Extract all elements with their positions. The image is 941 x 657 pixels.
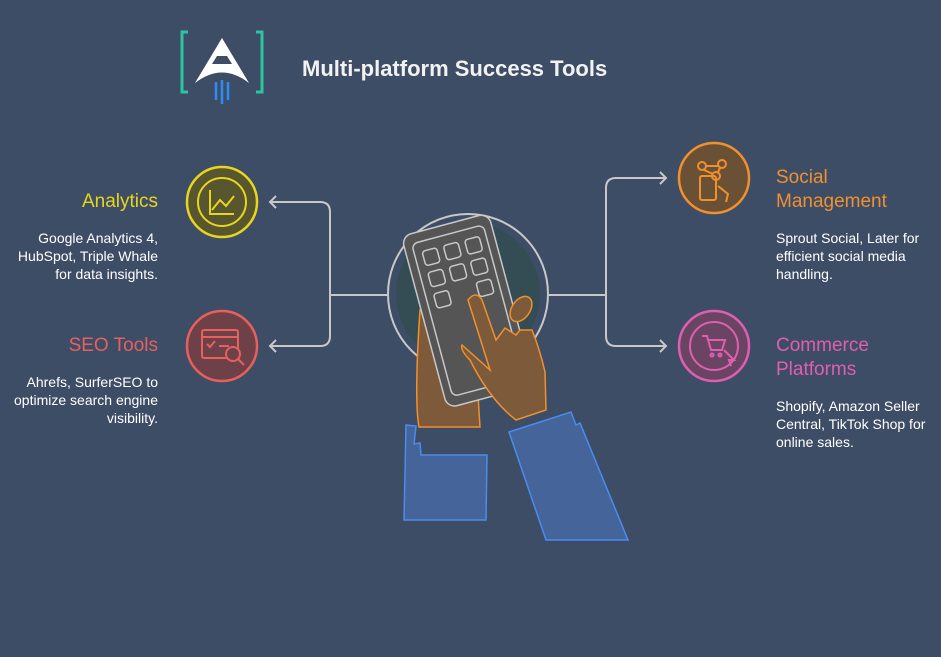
shopping-cart-icon <box>702 335 737 367</box>
description-line: Sprout Social, Later for <box>776 230 920 246</box>
title-line: Social <box>776 167 828 188</box>
commerce-icon-circle <box>677 309 751 383</box>
description-line: visibility. <box>106 410 158 426</box>
description-line: online sales. <box>776 434 854 450</box>
description-line: Google Analytics 4, <box>38 230 158 246</box>
description-line: handling. <box>776 266 833 282</box>
hands-phone-illustration <box>402 214 630 541</box>
seo-icon-circle <box>185 309 259 383</box>
analytics-title: Analytics <box>81 191 158 212</box>
description-line: optimize search engine <box>14 392 158 408</box>
page-title: Multi-platform Success Tools <box>302 56 608 81</box>
description-line: Shopify, Amazon Seller <box>776 398 920 414</box>
social-description: Sprout Social, Later for efficient socia… <box>776 229 919 283</box>
line-chart-icon <box>209 190 235 215</box>
description-line: Central, TikTok Shop for <box>776 416 926 432</box>
logo-icon <box>180 30 264 104</box>
seo-description: Ahrefs, SurferSEO to optimize search eng… <box>14 373 158 427</box>
commerce-title: Commerce Platforms <box>776 334 869 382</box>
commerce-description: Shopify, Amazon Seller Central, TikTok S… <box>776 397 925 451</box>
description-line: for data insights. <box>55 266 158 282</box>
description-line: HubSpot, Triple Whale <box>17 248 158 264</box>
seo-search-icon <box>201 329 245 366</box>
title-line: Management <box>776 191 887 212</box>
seo-title: SEO Tools <box>68 335 158 356</box>
title-line: Platforms <box>776 359 857 380</box>
description-line: Ahrefs, SurferSEO to <box>26 374 159 390</box>
analytics-description: Google Analytics 4, HubSpot, Triple Whal… <box>18 229 158 283</box>
social-title: Social Management <box>776 166 887 214</box>
title-line: Commerce <box>776 335 869 356</box>
connectors <box>268 171 668 353</box>
social-icon-circle <box>677 141 751 215</box>
description-line: efficient social media <box>776 248 906 264</box>
analytics-icon-circle <box>185 165 259 239</box>
social-network-icon <box>697 159 730 203</box>
